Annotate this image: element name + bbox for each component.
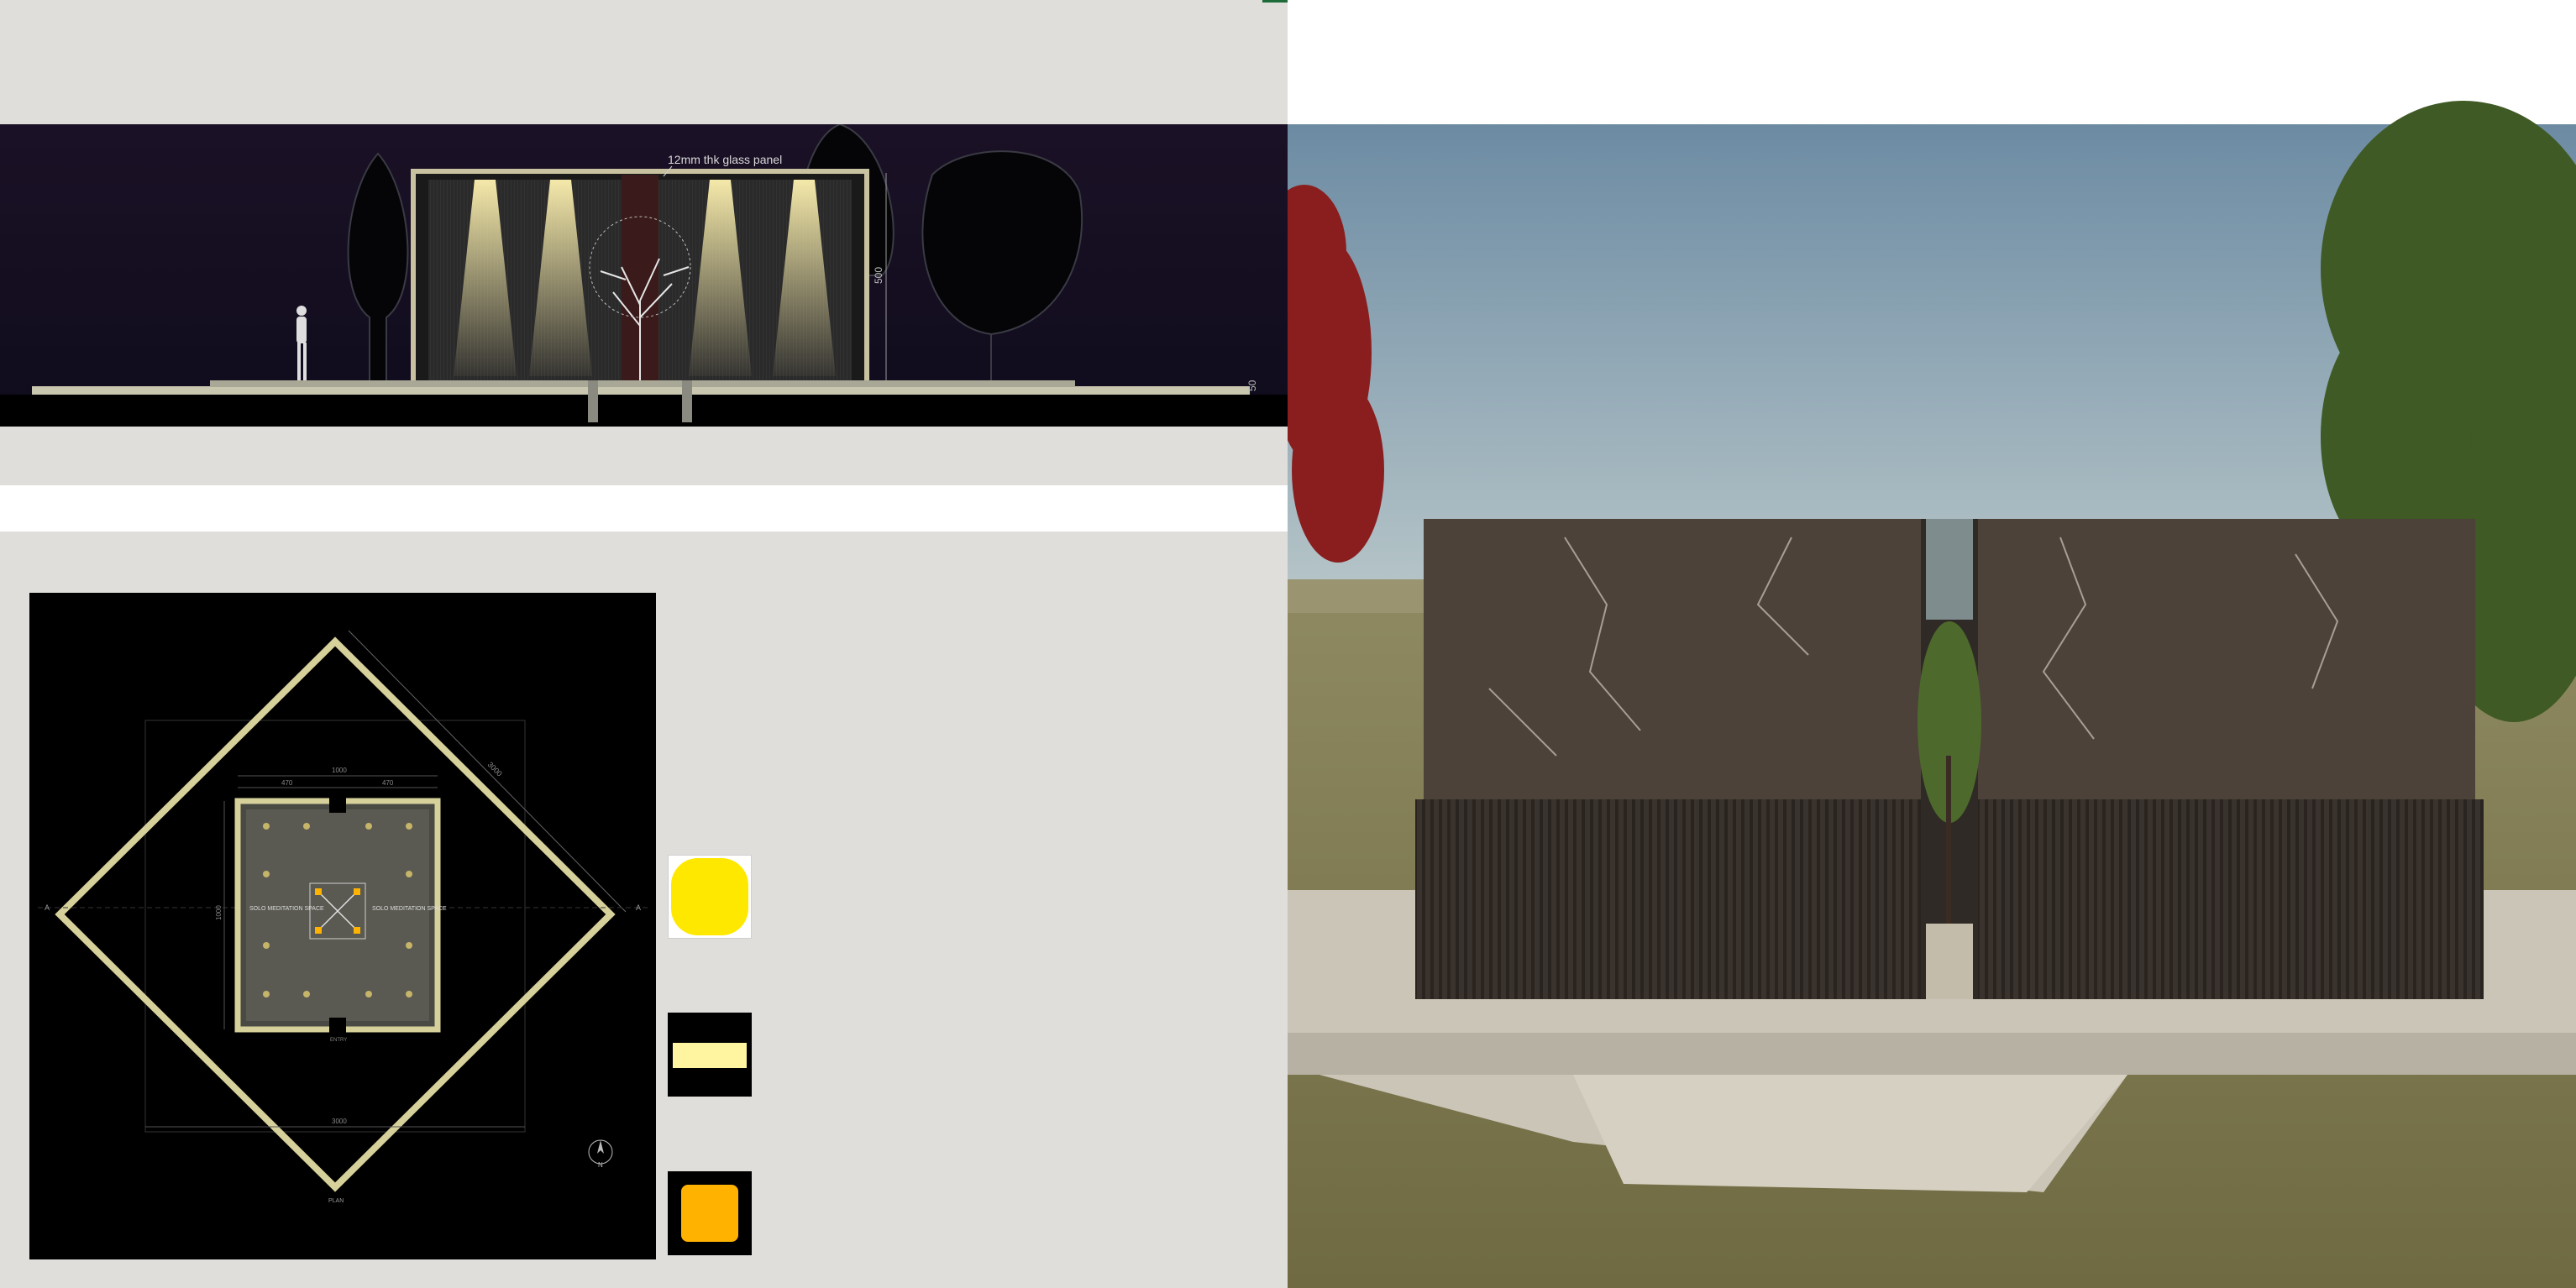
plan-label-left: SOLO MEDITATION SPACE [249,906,324,912]
marble-veins [1488,537,2339,757]
green-oak-tree [2321,101,2576,722]
plan-spot-lights [315,888,360,934]
elevation-height-dimension: 500 [873,267,884,284]
red-maple-tree [1288,185,1384,563]
plan-dim-side: 1000 [215,905,223,920]
plan-dim-top-total: 1000 [332,767,347,774]
elevation-base-dimension: 50 [1246,380,1258,391]
night-elevation-drawing: 12mm thk glass panel 500 50 [0,124,1288,427]
divider-strip [0,485,1288,531]
plan-dim-top-left: 470 [281,779,293,787]
north-arrow-icon: N [588,1139,613,1169]
svg-text:N: N [598,1161,603,1169]
plan-label-right: SOLO MEDITATION SPACE [372,906,447,912]
lighting-plan-drawing: 3000 A A 1000 470 470 1000 3000 SOLO MED… [29,593,656,1259]
plan-caption: PLAN [328,1198,344,1204]
legend-swatch-yellow-light [668,855,752,939]
plan-light-points [263,823,412,997]
plan-dim-top-right: 470 [382,779,394,787]
central-tree [589,216,691,385]
elevation-glass-annotation: 12mm thk glass panel [668,153,782,166]
gap-tree [1918,621,1981,823]
plan-dim-bottom: 3000 [332,1118,347,1125]
corner-marker [1262,0,1288,3]
plan-central-tree [318,892,357,930]
plan-section-marker-left: A [45,903,50,912]
human-figure [296,306,307,381]
legend-swatch-linear-light [668,1013,752,1097]
plan-door-label: ENTRY [330,1038,347,1043]
plan-section-marker-right: A [636,903,641,912]
daytime-render-image [1288,0,2576,1288]
legend-swatch-spot-light [668,1171,752,1255]
